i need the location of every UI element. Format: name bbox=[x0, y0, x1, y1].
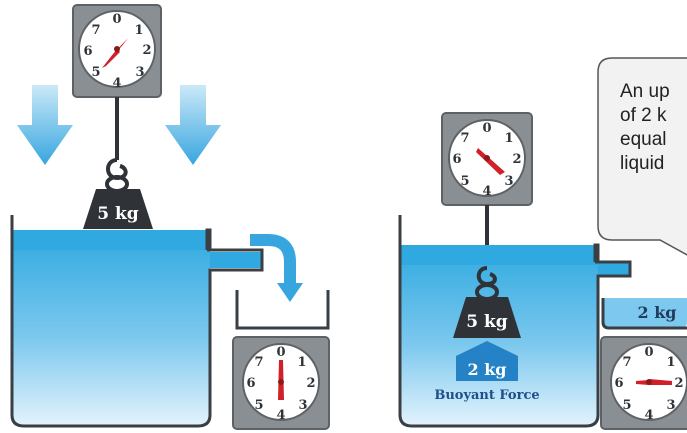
dial-number: 3 bbox=[298, 398, 307, 413]
dial-number: 4 bbox=[482, 184, 491, 199]
needle bbox=[649, 379, 672, 385]
weight-label: 5 kg bbox=[466, 312, 508, 332]
dial-number: 3 bbox=[666, 398, 675, 413]
dial-number: 4 bbox=[276, 408, 285, 423]
right-bottom-scale: 0 1 2 3 4 5 6 7 bbox=[600, 336, 687, 430]
displaced-label: 2 kg bbox=[638, 303, 677, 322]
callout-bubble bbox=[597, 57, 687, 256]
dial-number: 4 bbox=[644, 408, 653, 423]
displaced-water-tray: 2 kg bbox=[601, 298, 687, 330]
callout-line: of 2 k bbox=[620, 105, 667, 126]
dial-number: 2 bbox=[306, 376, 315, 391]
left-bottom-scale: 0 1 2 3 4 5 6 7 bbox=[232, 336, 330, 430]
dial-number: 7 bbox=[254, 355, 263, 370]
dial-number: 0 bbox=[112, 12, 121, 27]
dial-number: 2 bbox=[142, 43, 151, 58]
left-top-scale: 0 1 2 3 4 5 6 7 bbox=[72, 4, 162, 98]
callout-line: equal bbox=[620, 129, 667, 150]
dial-number: 5 bbox=[622, 398, 631, 413]
dial-number: 0 bbox=[276, 345, 285, 360]
dial-number: 6 bbox=[452, 152, 461, 167]
left-down-arrow bbox=[17, 85, 73, 165]
callout-text: An up of 2 k equal liquid bbox=[620, 80, 687, 176]
dial-number: 1 bbox=[504, 131, 513, 146]
dial-number: 6 bbox=[83, 44, 92, 59]
dial-number: 0 bbox=[644, 345, 653, 360]
needle bbox=[476, 148, 505, 175]
weight-label: 5 kg bbox=[97, 204, 139, 224]
dial-number: 0 bbox=[482, 121, 491, 136]
overflow-arrow bbox=[250, 234, 303, 302]
buoyant-value: 2 kg bbox=[468, 360, 507, 379]
dial-number: 2 bbox=[512, 152, 521, 167]
left-weight: 5 kg bbox=[83, 189, 153, 229]
dial-number: 2 bbox=[674, 376, 683, 391]
dial-number: 3 bbox=[504, 174, 513, 189]
right-down-arrow bbox=[165, 85, 221, 165]
dial-number: 1 bbox=[297, 355, 306, 370]
dial-number: 4 bbox=[112, 76, 121, 91]
dial-number: 5 bbox=[460, 174, 469, 189]
callout-line: An up bbox=[620, 81, 670, 102]
dial-number: 6 bbox=[614, 376, 623, 391]
buoyant-force-arrow: 2 kg Buoyant Force bbox=[434, 341, 540, 403]
dial-number: 5 bbox=[254, 398, 263, 413]
left-tank bbox=[10, 215, 264, 428]
dial-number: 3 bbox=[135, 65, 144, 80]
dial-number: 6 bbox=[246, 376, 255, 391]
dial-number: 7 bbox=[91, 23, 100, 38]
left-collection-tray bbox=[235, 290, 330, 330]
right-top-scale: 0 1 2 3 4 5 6 7 bbox=[441, 112, 533, 206]
right-weight: 5 kg bbox=[453, 297, 521, 338]
dial-number: 7 bbox=[622, 355, 631, 370]
dial-number: 5 bbox=[91, 65, 100, 80]
callout-line: liquid bbox=[620, 153, 665, 174]
dial-number: 1 bbox=[134, 23, 143, 38]
buoyant-label: Buoyant Force bbox=[434, 388, 539, 403]
dial-number: 1 bbox=[666, 355, 675, 370]
dial-number: 7 bbox=[460, 131, 469, 146]
